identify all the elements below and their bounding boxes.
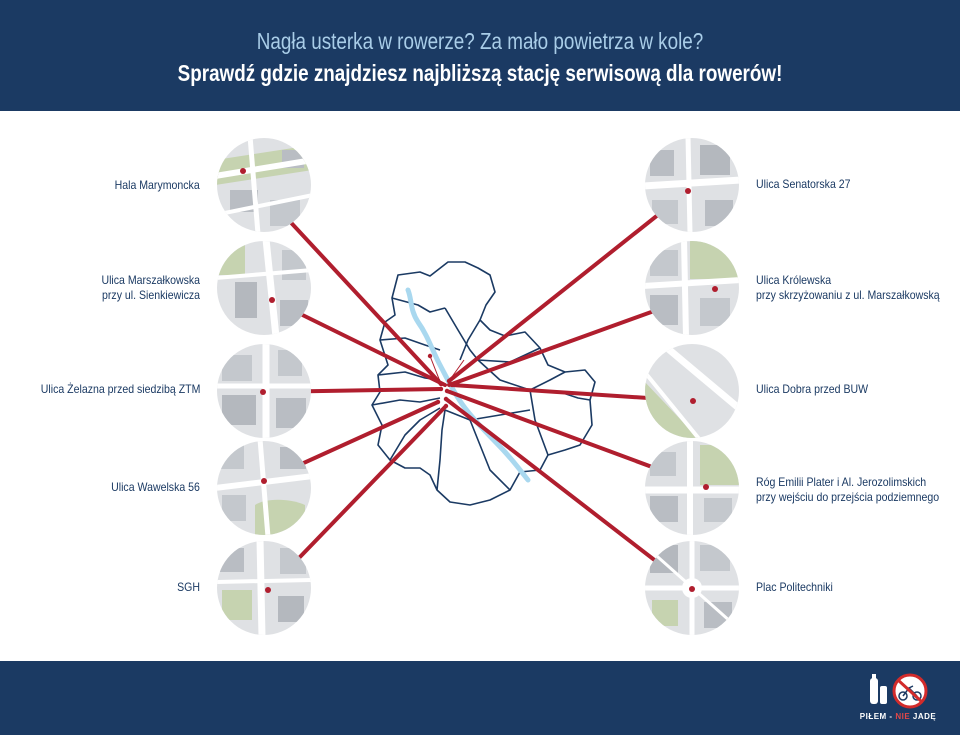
thumbnail-senatorska: [645, 138, 739, 232]
station-label-hala-marymoncka: Hala Marymoncka: [114, 178, 200, 192]
district-border: [459, 319, 481, 361]
district-border: [444, 307, 479, 361]
district-border: [444, 409, 531, 421]
thumbnail-marszalkowska: [217, 241, 311, 335]
district-border: [389, 407, 441, 461]
district-border: [469, 419, 511, 491]
bottle-icon: [870, 678, 878, 704]
header-headline: Sprawdź gdzie znajdziesz najbliższą stac…: [177, 60, 783, 86]
thumbnail-sgh: [217, 541, 311, 635]
station-label-politechniki: Plac Politechniki: [756, 580, 833, 594]
thumbnail-dobra: [645, 344, 739, 438]
district-border: [529, 389, 549, 456]
district-border: [391, 297, 446, 313]
thumbnail-station-markers: [240, 168, 718, 593]
header-question: Nagła usterka w rowerze? Za mało powietr…: [256, 28, 704, 54]
header-banner: Nagła usterka w rowerze? Za mało powietr…: [0, 0, 960, 111]
footer-banner: [0, 661, 960, 735]
station-label-zelazna: Ulica Żelazna przed siedzibą ZTM: [40, 382, 200, 396]
thumbnail-krolewska: [645, 241, 739, 335]
district-border: [371, 397, 441, 406]
district-border: [436, 409, 446, 491]
city-outline: [371, 261, 596, 506]
connector-senatorska: [447, 189, 690, 383]
station-label-wawelska: Ulica Wawelska 56: [111, 480, 200, 494]
station-label-emilii-plater: Róg Emilii Plater i Al. Jerozolimskich p…: [756, 475, 940, 504]
logo-text: PIŁEM - NIE JADĘ: [859, 712, 937, 721]
thumbnail-emilii-plater: [645, 441, 739, 535]
glass-icon: [880, 686, 887, 704]
station-dots: [427, 353, 455, 409]
thumbnail-wawelska: [217, 441, 311, 535]
station-label-marszalkowska: Ulica Marszałkowska przy ul. Sienkiewicz…: [101, 273, 200, 302]
station-label-dobra: Ulica Dobra przed BUW: [756, 382, 869, 396]
thumbnail-hala-marymoncka: [217, 138, 311, 232]
connector-politechniki: [444, 397, 694, 591]
station-label-senatorska: Ulica Senatorska 27: [756, 177, 851, 191]
connector-thin-lines: [429, 355, 465, 385]
station-label-sgh: SGH: [177, 580, 200, 594]
warsaw-districts-map: [371, 261, 596, 506]
logo: [870, 673, 928, 709]
station-label-krolewska: Ulica Królewska przy skrzyżowaniu z ul. …: [756, 273, 940, 302]
vistula-river: [405, 287, 531, 483]
